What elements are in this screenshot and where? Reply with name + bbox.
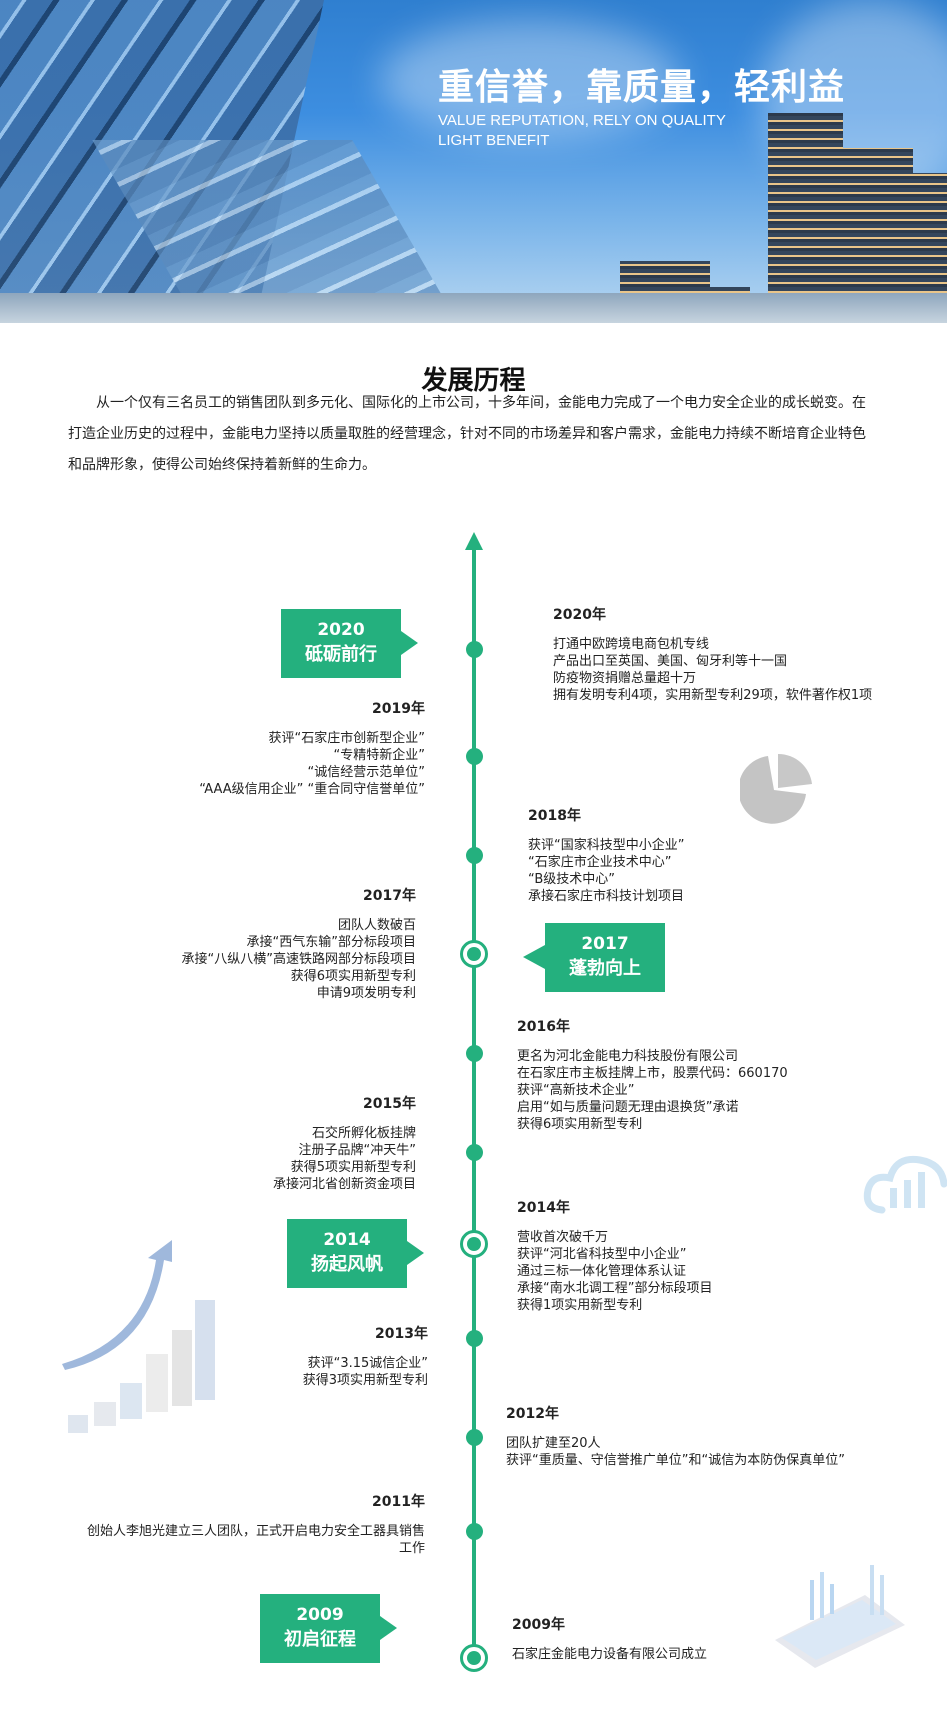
badge-year: 2009 (296, 1605, 344, 1625)
section-title: 发展历程 (421, 366, 526, 396)
event-item: 获评“河北省科技型中小企业” (517, 1247, 687, 1262)
event-year: 2016年 (517, 1019, 570, 1035)
timeline-milestone-ring (460, 1230, 488, 1258)
event-item: 获评“石家庄市创新型企业” (268, 731, 425, 746)
event-item: 产品出口至英国、美国、匈牙利等十一国 (553, 654, 788, 669)
event-item: 更名为河北金能电力科技股份有限公司 (517, 1049, 739, 1064)
timeline-dot (465, 748, 483, 765)
timeline-dot (465, 641, 483, 658)
event-item: 防疫物资捐赠总量超十万 (553, 671, 697, 686)
event-year: 2014年 (517, 1200, 570, 1216)
cloud-chart-icon (863, 1155, 947, 1214)
growth-bar-chart-illustration (62, 1240, 215, 1433)
timeline-dot (465, 1144, 483, 1161)
event-year: 2013年 (375, 1326, 428, 1342)
event-item: 承接“八纵八横”高速铁路网部分标段项目 (181, 952, 416, 967)
event-2019: 2019年获评“石家庄市创新型企业” “专精特新企业” “诚信经营示范单位” “AAA… (199, 700, 425, 798)
badge-name: 扬起风帆 (311, 1254, 383, 1275)
event-item: 获得3项实用新型专利 (302, 1373, 428, 1388)
timeline-dot (465, 1523, 483, 1540)
timeline-dot (465, 847, 483, 864)
event-2011: 2011年创始人李旭光建立三人团队，正式开启电力安全工器具销售工作 (78, 1493, 425, 1557)
event-item: 石交所孵化板挂牌 (311, 1126, 416, 1141)
event-year: 2018年 (528, 808, 581, 824)
event-item: 启用“如与质量问题无理由退换货”承诺 (517, 1100, 739, 1115)
event-item: 获得5项实用新型专利 (290, 1160, 416, 1175)
event-year: 2012年 (506, 1406, 559, 1422)
badge-year: 2014 (323, 1230, 371, 1250)
street (0, 293, 947, 323)
badge-year: 2017 (581, 934, 629, 954)
event-item: “AAA级信用企业” “重合同守信誉单位” (199, 782, 425, 797)
timeline-dot (465, 1045, 483, 1062)
event-year: 2017年 (363, 888, 416, 904)
event-year: 2020年 (553, 607, 606, 623)
event-item: “B级技术中心” (528, 872, 615, 887)
event-item: 石家庄金能电力设备有限公司成立 (512, 1647, 708, 1662)
event-year: 2015年 (363, 1096, 416, 1112)
event-item: 申请9项发明专利 (316, 986, 416, 1001)
timeline-dot (465, 1429, 483, 1446)
badge-name: 初启征程 (284, 1629, 356, 1650)
event-2013: 2013年获评“3.15诚信企业” 获得3项实用新型专利 (303, 1325, 428, 1389)
badge-name: 蓬勃向上 (569, 958, 641, 979)
event-2009: 2009年石家庄金能电力设备有限公司成立 (512, 1616, 707, 1663)
event-2018: 2018年获评“国家科技型中小企业” “石家庄市企业技术中心” “B级技术中心”… (528, 807, 684, 905)
event-2020: 2020年打通中欧跨境电商包机专线产品出口至英国、美国、匈牙利等十一国防疫物资捐… (553, 606, 872, 704)
milestone-badge-2009: 2009 初启征程 (260, 1594, 397, 1663)
event-item: 获评“国家科技型中小企业” (528, 838, 685, 853)
event-item: 创始人李旭光建立三人团队，正式开启电力安全工器具销售工作 (86, 1524, 425, 1556)
event-item: “诚信经营示范单位” (307, 765, 425, 780)
timeline-milestone-ring (460, 1644, 488, 1672)
event-item: 团队人数破百 (337, 918, 416, 933)
event-item: 拥有发明专利4项，实用新型专利29项，软件著作权1项 (553, 688, 873, 703)
milestone-badge-2020: 2020 砥砺前行 (281, 609, 418, 678)
event-item: 获评“3.15诚信企业” (307, 1356, 428, 1371)
timeline-line (472, 545, 476, 1660)
hero-banner: 重信誉，靠质量，轻利益 VALUE REPUTATION, RELY ON QU… (0, 0, 947, 323)
banner-subtitle: LIGHT BENEFIT (438, 132, 550, 149)
banner-headline: 重信誉，靠质量，轻利益 (438, 67, 846, 108)
sky-cloud (380, 20, 680, 140)
timeline-dot (465, 1330, 483, 1347)
event-year: 2011年 (372, 1494, 425, 1510)
event-2014: 2014年营收首次破千万获评“河北省科技型中小企业” 通过三标一体化管理体系认证承… (517, 1199, 712, 1314)
event-item: 承接“西气东输”部分标段项目 (246, 935, 416, 950)
event-2012: 2012年团队扩建至20人获评“重质量、守信誉推广单位”和“诚信为本防伪保真单位… (506, 1405, 856, 1469)
event-item: 团队扩建至20人 (506, 1436, 601, 1451)
event-2016: 2016年更名为河北金能电力科技股份有限公司在石家庄市主板挂牌上市，股票代码：6… (517, 1018, 788, 1133)
event-2017: 2017年团队人数破百承接“西气东输”部分标段项目承接“八纵八横”高速铁路网部分… (182, 887, 416, 1002)
event-item: 获评“重质量、守信誉推广单位”和“诚信为本防伪保真单位” (506, 1453, 845, 1468)
event-item: 获得6项实用新型专利 (290, 969, 416, 984)
event-item: 注册子品牌“冲天牛” (298, 1143, 416, 1158)
event-item: 打通中欧跨境电商包机专线 (553, 637, 710, 652)
event-year: 2009年 (512, 1617, 565, 1633)
event-item: 承接“南水北调工程”部分标段项目 (517, 1281, 713, 1296)
event-item: 承接河北省创新资金项目 (272, 1177, 416, 1192)
badge-year: 2020 (317, 620, 365, 640)
milestone-badge-2014: 2014 扬起风帆 (287, 1219, 424, 1288)
event-item: 营收首次破千万 (517, 1230, 609, 1245)
event-year: 2019年 (372, 701, 425, 717)
badge-name: 砥砺前行 (305, 644, 377, 665)
tablet-data-illustration (775, 1565, 905, 1668)
event-item: 获评“高新技术企业” (517, 1083, 635, 1098)
event-item: 承接石家庄市科技计划项目 (528, 889, 685, 904)
event-item: 通过三标一体化管理体系认证 (517, 1264, 687, 1279)
arrow-up-icon (465, 532, 483, 550)
timeline-milestone-ring (460, 940, 488, 968)
event-2015: 2015年石交所孵化板挂牌注册子品牌“冲天牛” 获得5项实用新型专利承接河北省创新… (273, 1095, 416, 1193)
intro-paragraph: 从一个仅有三名员工的销售团队到多元化、国际化的上市公司，十多年间，金能电力完成了… (68, 395, 866, 473)
building-image (768, 113, 843, 323)
banner-subtitle: VALUE REPUTATION, RELY ON QUALITY (438, 112, 726, 129)
event-item: 获得6项实用新型专利 (517, 1117, 643, 1132)
milestone-badge-2017: 2017 蓬勃向上 (523, 923, 665, 992)
event-item: “石家庄市企业技术中心” (528, 855, 672, 870)
event-item: 在石家庄市主板挂牌上市，股票代码：660170 (517, 1066, 788, 1081)
event-item: 获得1项实用新型专利 (517, 1298, 643, 1313)
pie-chart-illustration (740, 753, 812, 824)
event-item: “专精特新企业” (333, 748, 425, 763)
